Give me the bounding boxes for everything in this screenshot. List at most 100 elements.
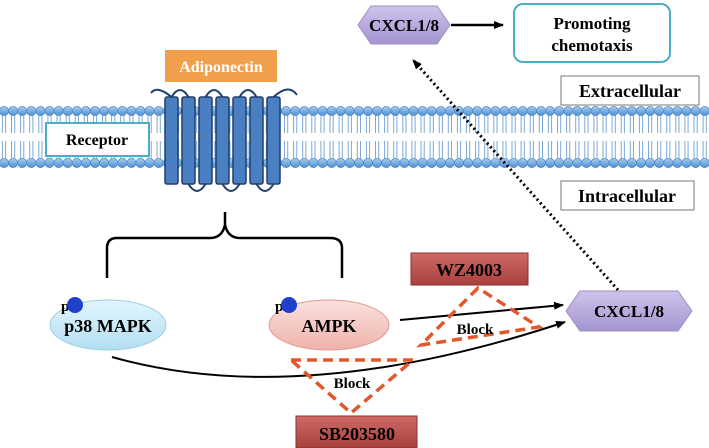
wz4003-label: WZ4003 [436, 260, 502, 280]
lipid-head [44, 106, 55, 116]
promoting-chemotaxis-box: Promoting chemotaxis [513, 3, 671, 63]
lipid-head [62, 106, 73, 116]
p38-to-cxcl-arrow [111, 321, 566, 378]
receptor-loops [150, 88, 298, 192]
lipid-head [654, 106, 665, 116]
sb203580-inhibitor: SB203580 [295, 415, 418, 448]
lipid-head [317, 106, 328, 116]
lipid-head [463, 158, 473, 168]
extracellular-box: Extracellular [560, 75, 700, 106]
ampk-node: AMPK p [268, 297, 390, 351]
lipid-head [545, 158, 555, 168]
lipid-head [390, 106, 401, 116]
lipid-head [126, 158, 137, 168]
block-lower-label: Block [334, 376, 371, 392]
lipid-head [8, 158, 18, 168]
lipid-head [699, 106, 709, 116]
intracellular-box: Intracellular [560, 180, 695, 211]
lipid-head [572, 106, 583, 116]
p38-mapk-node: p38 MAPK p [49, 297, 167, 351]
lipid-head [444, 158, 455, 168]
block-upper-label: Block [457, 322, 494, 338]
lipid-head [663, 158, 674, 168]
lipid-head [426, 106, 437, 116]
receptor-helix [164, 96, 179, 185]
lipid-head [326, 158, 337, 168]
lipid-head [454, 106, 464, 116]
lipid-head [536, 106, 546, 116]
cxcl-right-label: CXCL1/8 [594, 302, 664, 321]
lipid-head [108, 106, 119, 116]
adiponectin-label: Adiponectin [179, 59, 263, 76]
promoting-line2: chemotaxis [551, 36, 633, 55]
lipid-head [444, 106, 455, 116]
lipid-head [408, 106, 419, 116]
lipid-head [308, 106, 319, 116]
lipid-head [563, 106, 574, 116]
lipid-head [590, 106, 601, 116]
lipid-head [17, 158, 28, 168]
lipid-head [381, 106, 392, 116]
lipid-head [645, 158, 655, 168]
lipid-head [117, 106, 128, 116]
lipid-head [681, 106, 692, 116]
p38-phospho-dot [67, 297, 83, 313]
lipid-head [35, 158, 46, 168]
lipid-head [408, 158, 419, 168]
lipid-head [517, 106, 528, 116]
p38-label: p38 MAPK [64, 316, 152, 336]
intracellular-label: Intracellular [578, 186, 676, 206]
lipid-head [581, 158, 592, 168]
lipid-head [390, 158, 401, 168]
lipid-head [417, 158, 428, 168]
lipid-head [627, 106, 637, 116]
cxcl-top-label: CXCL1/8 [369, 16, 439, 35]
lipid-head [290, 106, 301, 116]
lipid-head [372, 158, 382, 168]
adiponectin-box: Adiponectin [165, 50, 277, 82]
lipid-head [381, 158, 392, 168]
lipid-head [563, 158, 574, 168]
receptor-helix [266, 96, 281, 185]
lipid-head [399, 158, 410, 168]
receptor-helix [181, 96, 196, 185]
lipid-head [90, 158, 100, 168]
lipid-head [99, 158, 109, 168]
lipid-head [599, 106, 610, 116]
lipid-head [26, 106, 37, 116]
receptor-helix [249, 96, 264, 185]
lipid-head [463, 106, 473, 116]
lipid-head [454, 158, 464, 168]
lipid-head [435, 158, 446, 168]
lipid-head [53, 158, 64, 168]
ampk-label: AMPK [302, 316, 357, 336]
lipid-head [636, 106, 646, 116]
receptor-label: Receptor [66, 132, 128, 149]
wz4003-block-triangle [415, 285, 544, 348]
lipid-head [499, 106, 510, 116]
lipid-head [326, 106, 337, 116]
receptor-helix [215, 96, 230, 185]
lipid-head [481, 158, 492, 168]
lipid-head [26, 158, 37, 168]
lipid-head [335, 106, 346, 116]
lipid-head [71, 106, 82, 116]
extracellular-label: Extracellular [579, 81, 681, 101]
lipid-head [144, 158, 155, 168]
lipid-head [62, 158, 73, 168]
lipid-head [672, 106, 683, 116]
lipid-head [435, 106, 446, 116]
lipid-head [299, 106, 310, 116]
cxcl-extracellular-node: CXCL1/8 [357, 5, 451, 45]
lipid-head [135, 158, 146, 168]
lipid-head [117, 158, 128, 168]
lipid-head [472, 106, 483, 116]
lipid-head [8, 106, 18, 116]
lipid-head [71, 158, 82, 168]
lipid-head [417, 106, 428, 116]
lipid-head [672, 158, 683, 168]
lipid-head [90, 106, 100, 116]
receptor-helix [232, 96, 247, 185]
